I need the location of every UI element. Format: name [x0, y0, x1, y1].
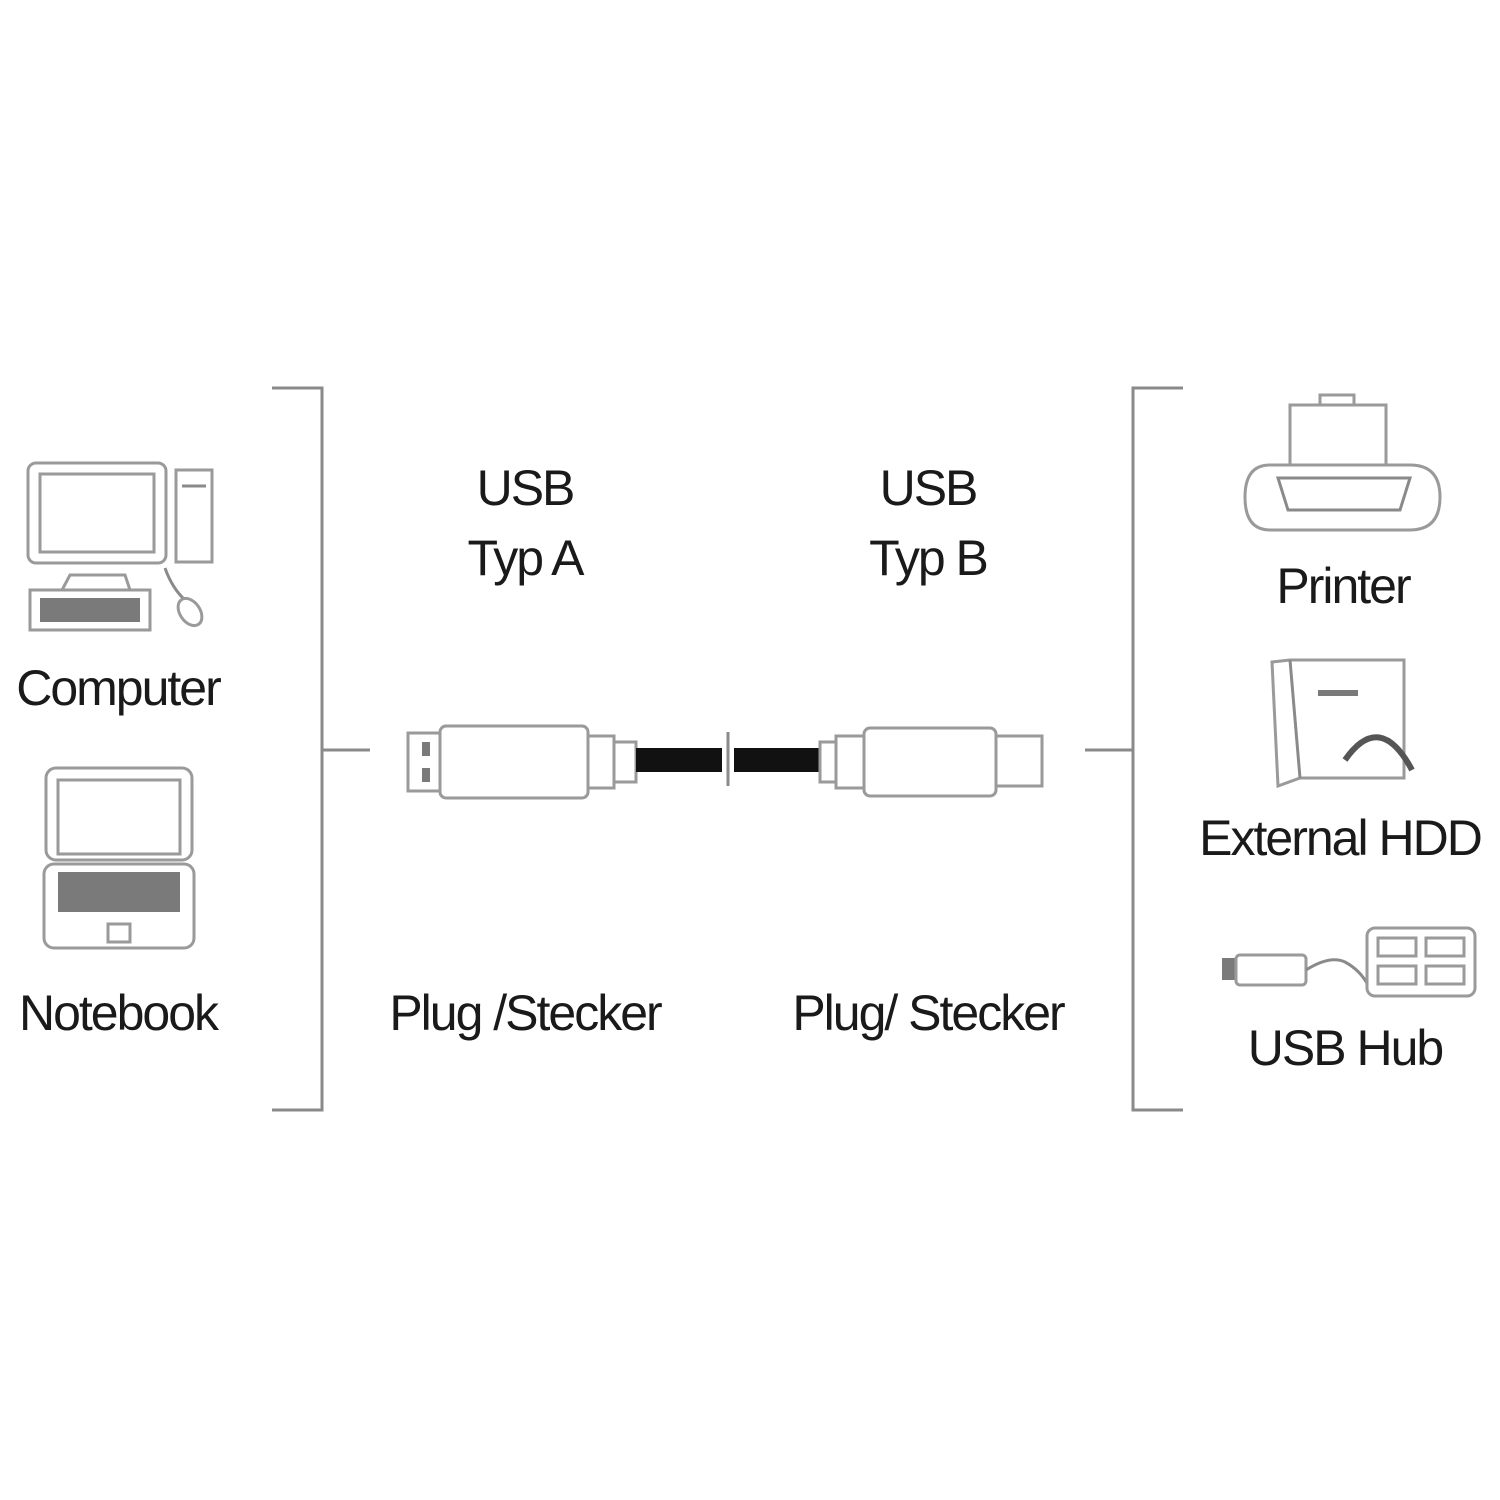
cable-icon [636, 732, 820, 786]
usb-hub-icon [1222, 926, 1477, 998]
notebook-icon [42, 766, 196, 950]
computer-icon [26, 461, 214, 632]
printer-label: Printer [1276, 558, 1411, 614]
connector-a-type: Typ A [467, 530, 585, 586]
connector-b-type: Typ B [869, 530, 987, 586]
external-hdd-icon [1270, 658, 1415, 789]
connector-a-gender: Plug /Stecker [389, 985, 662, 1041]
usb-b-plug-icon [818, 726, 1044, 798]
notebook-label: Notebook [19, 985, 220, 1041]
computer-label: Computer [16, 660, 221, 716]
usb-a-plug-icon [406, 724, 638, 800]
hub-label: USB Hub [1248, 1020, 1443, 1076]
printer-icon [1243, 393, 1442, 532]
connector-b-gender: Plug/ Stecker [792, 985, 1065, 1041]
connector-b-title: USB [880, 460, 977, 516]
hdd-label: External HDD [1199, 810, 1481, 866]
left-bracket [272, 386, 370, 1112]
connector-a-title: USB [477, 460, 574, 516]
right-bracket [1085, 386, 1183, 1112]
